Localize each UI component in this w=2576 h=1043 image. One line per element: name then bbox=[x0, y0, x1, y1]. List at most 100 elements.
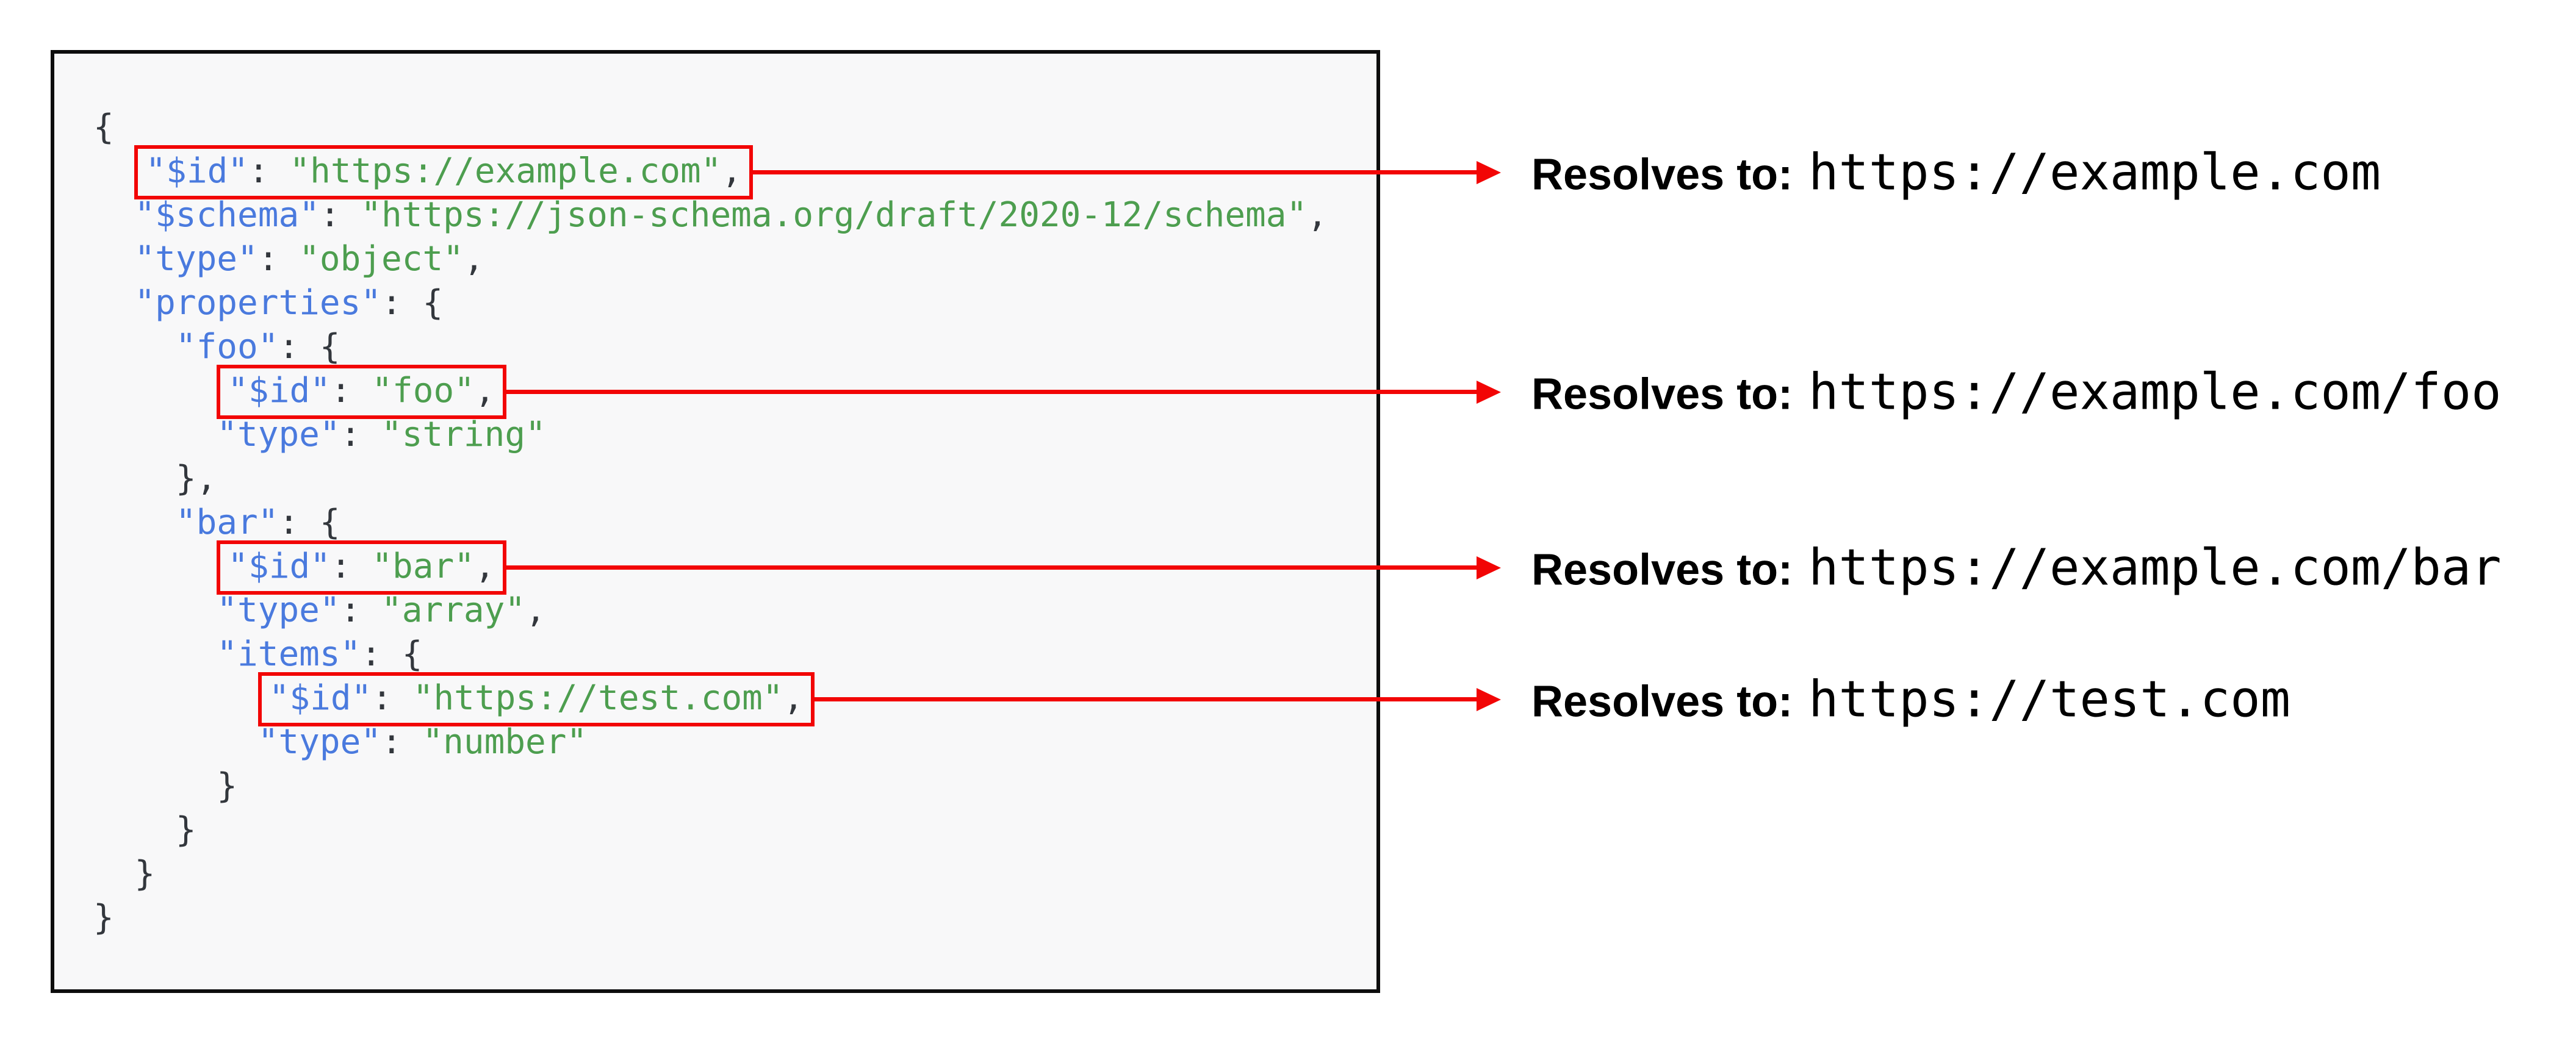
code-line: }, bbox=[93, 457, 1328, 501]
code-token: "https://test.com" bbox=[412, 678, 783, 718]
arrow-head-icon bbox=[1477, 160, 1501, 184]
code-token bbox=[93, 810, 176, 850]
code-token: : { bbox=[361, 634, 423, 674]
code-token: "foo" bbox=[372, 371, 475, 410]
code-token bbox=[93, 459, 176, 498]
code-token: "$id" bbox=[145, 151, 249, 191]
arrow-line bbox=[505, 390, 1478, 394]
code-token bbox=[93, 678, 258, 718]
code-token bbox=[93, 590, 217, 630]
code-token: : bbox=[340, 590, 382, 630]
code-token: "type" bbox=[217, 415, 340, 454]
code-token bbox=[93, 239, 134, 279]
code-line: } bbox=[93, 764, 1328, 808]
code-token bbox=[93, 371, 217, 410]
code-token: : { bbox=[278, 503, 340, 542]
code-token: , bbox=[721, 151, 743, 191]
code-token bbox=[93, 547, 217, 586]
code-line: "type": "number" bbox=[93, 720, 1328, 764]
arrow-head-icon bbox=[1477, 556, 1501, 579]
resolves-to-label: Resolves to: bbox=[1531, 545, 1793, 594]
resolves-to-label: Resolves to: bbox=[1531, 677, 1793, 726]
code-token: , bbox=[474, 547, 495, 586]
id-highlight-box: "$id": "https://example.com", bbox=[134, 145, 754, 199]
code-token: }, bbox=[175, 459, 217, 498]
id-highlight-box: "$id": "foo", bbox=[217, 365, 506, 419]
code-token: "bar" bbox=[175, 503, 279, 542]
code-line: "foo": { bbox=[93, 325, 1328, 369]
code-token: : bbox=[319, 195, 361, 235]
resolution-annotation-1: Resolves to: https://example.com bbox=[1531, 143, 2381, 201]
resolution-annotation-2: Resolves to: https://example.com/foo bbox=[1531, 363, 2502, 421]
code-token: : { bbox=[278, 327, 340, 367]
code-token: "https://json-schema.org/draft/2020-12/s… bbox=[361, 195, 1308, 235]
code-token bbox=[93, 722, 258, 762]
code-token: } bbox=[134, 854, 156, 894]
code-token: "object" bbox=[299, 239, 464, 279]
code-token: } bbox=[175, 810, 196, 850]
code-token: : bbox=[248, 151, 290, 191]
resolution-annotation-3: Resolves to: https://example.com/bar bbox=[1531, 539, 2502, 597]
code-token bbox=[93, 415, 217, 454]
code-token: : bbox=[257, 239, 300, 279]
code-line: "type": "array", bbox=[93, 589, 1328, 633]
code-token: "type" bbox=[134, 239, 258, 279]
arrow-line bbox=[752, 170, 1478, 174]
code-token: "$id" bbox=[268, 678, 372, 718]
code-token: "$id" bbox=[228, 371, 331, 410]
code-token: "$id" bbox=[228, 547, 331, 586]
arrow-line bbox=[505, 565, 1478, 570]
resolved-url: https://example.com/foo bbox=[1808, 363, 2502, 421]
code-token: "items" bbox=[217, 634, 361, 674]
code-token: , bbox=[474, 371, 495, 410]
code-token: } bbox=[217, 766, 238, 806]
code-token: "array" bbox=[381, 590, 526, 630]
code-token bbox=[93, 854, 134, 894]
resolution-annotation-4: Resolves to: https://test.com bbox=[1531, 670, 2290, 728]
code-token: : bbox=[330, 547, 372, 586]
code-token: "number" bbox=[422, 722, 588, 762]
resolved-url: https://test.com bbox=[1808, 670, 2291, 728]
id-highlight-box: "$id": "bar", bbox=[217, 540, 506, 595]
resolved-url: https://example.com bbox=[1808, 143, 2381, 201]
id-highlight-box: "$id": "https://test.com", bbox=[257, 672, 815, 726]
code-token bbox=[93, 151, 134, 191]
code-token bbox=[93, 766, 217, 806]
code-token: "$schema" bbox=[134, 195, 320, 235]
resolves-to-label: Resolves to: bbox=[1531, 150, 1793, 199]
code-token bbox=[93, 283, 134, 323]
code-line: "$id": "https://example.com", bbox=[93, 145, 1328, 199]
code-line: "items": { bbox=[93, 633, 1328, 676]
code-token: : bbox=[330, 371, 372, 410]
code-line: "$schema": "https://json-schema.org/draf… bbox=[93, 193, 1328, 237]
arrow-head-icon bbox=[1477, 687, 1501, 711]
code-line: "$id": "https://test.com", bbox=[93, 672, 1328, 726]
code-token: : bbox=[340, 415, 382, 454]
code-token: : bbox=[372, 678, 413, 718]
code-line: "bar": { bbox=[93, 501, 1328, 545]
arrow-line bbox=[813, 697, 1478, 701]
code-line: } bbox=[93, 896, 1328, 940]
code-token: , bbox=[783, 678, 804, 718]
code-token bbox=[93, 503, 176, 542]
code-token: , bbox=[1307, 195, 1328, 235]
code-token: , bbox=[525, 590, 546, 630]
code-token: "type" bbox=[257, 722, 382, 762]
code-line: "type": "object", bbox=[93, 237, 1328, 281]
code-line: "properties": { bbox=[93, 281, 1328, 325]
code-token: { bbox=[93, 107, 114, 147]
code-token: : bbox=[381, 722, 423, 762]
code-line: "$id": "foo", bbox=[93, 365, 1328, 419]
code-token: "type" bbox=[217, 590, 340, 630]
code-token: "foo" bbox=[175, 327, 279, 367]
code-token: : { bbox=[381, 283, 444, 323]
json-schema-code-panel: { "$id": "https://example.com", "$schema… bbox=[51, 50, 1380, 993]
code-block: { "$id": "https://example.com", "$schema… bbox=[93, 106, 1328, 940]
code-token bbox=[93, 634, 217, 674]
code-token bbox=[93, 195, 134, 235]
code-token: "properties" bbox=[134, 283, 382, 323]
code-line: { bbox=[93, 106, 1328, 149]
resolves-to-label: Resolves to: bbox=[1531, 370, 1793, 418]
code-token: } bbox=[93, 898, 114, 937]
code-line: } bbox=[93, 852, 1328, 896]
